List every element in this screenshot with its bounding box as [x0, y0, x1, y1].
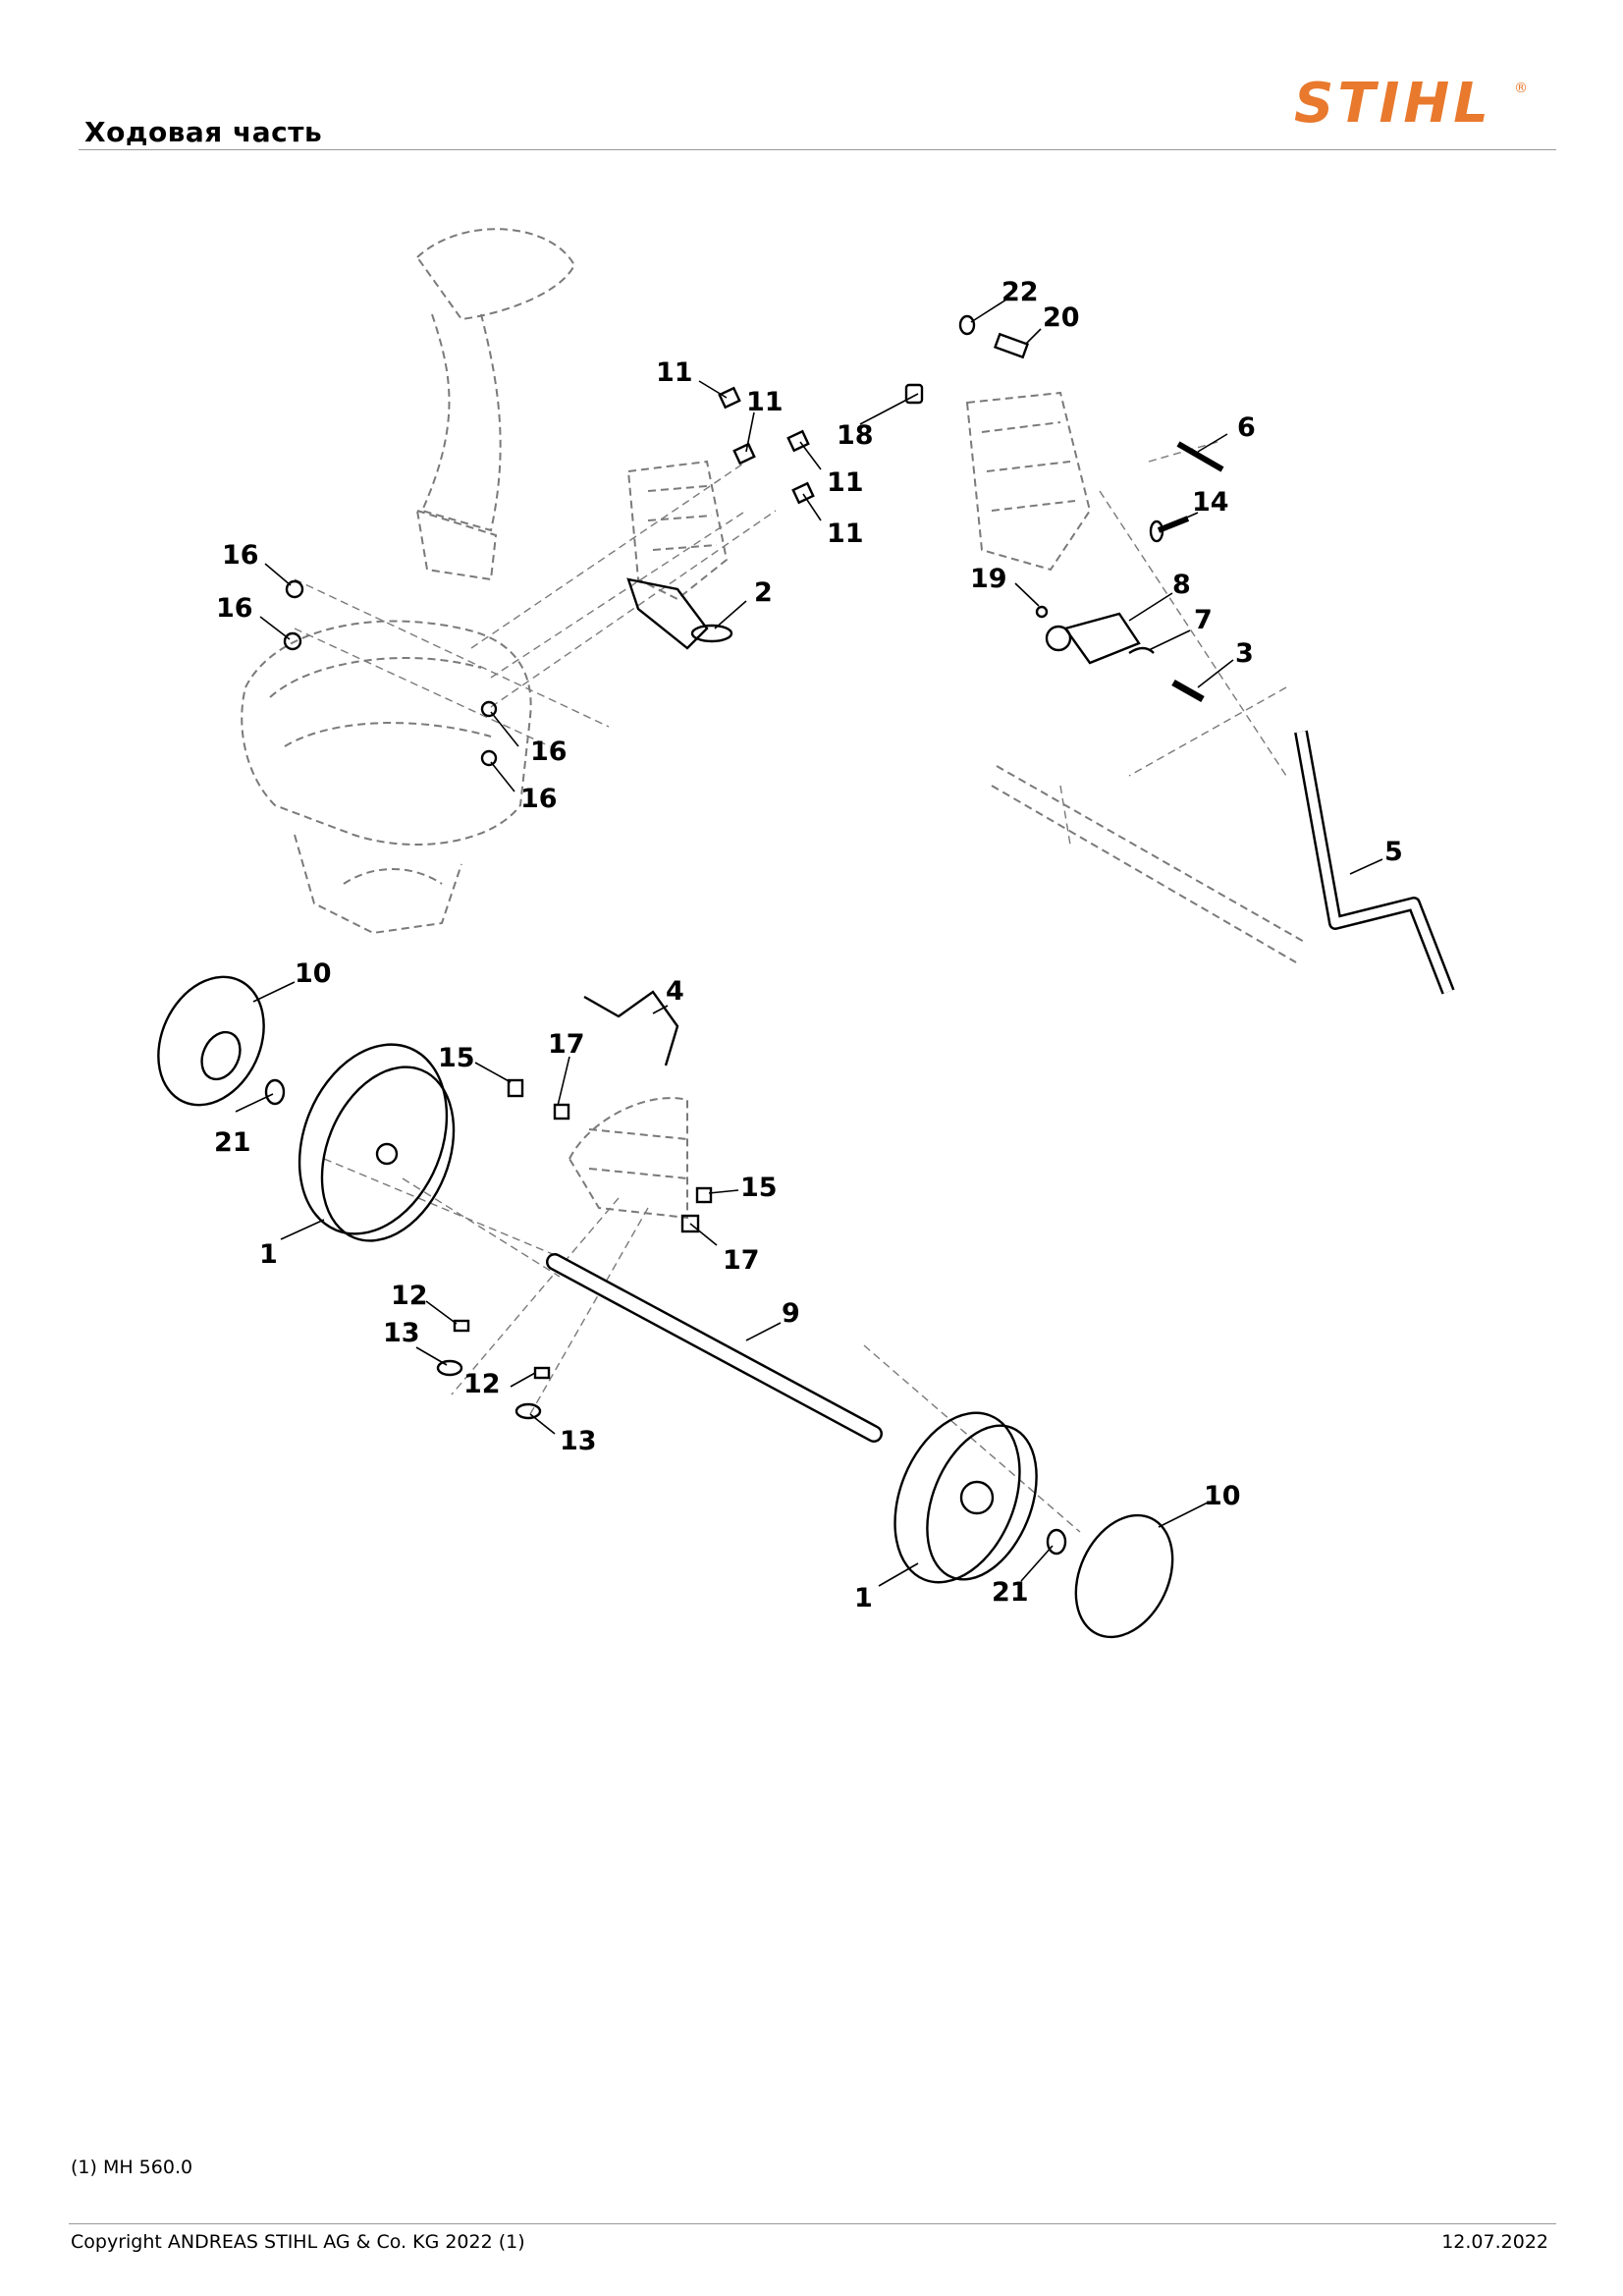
- callout-11: 11: [827, 519, 864, 549]
- callout-9: 9: [782, 1298, 800, 1329]
- stihl-logo: STIHL ®: [1294, 72, 1528, 136]
- callout-19: 19: [970, 564, 1007, 594]
- callout-16: 16: [216, 593, 253, 624]
- callout-1: 1: [259, 1239, 278, 1270]
- callout-7: 7: [1194, 605, 1213, 635]
- svg-text:STIHL: STIHL: [1294, 72, 1492, 136]
- callout-16: 16: [222, 540, 259, 571]
- callout-numbers: 22 20 11 11 11 11 18 6 14 16 16 16 16 2 …: [214, 277, 1403, 1613]
- callout-5: 5: [1384, 837, 1403, 867]
- callout-18: 18: [837, 420, 874, 451]
- callout-13: 13: [560, 1426, 597, 1456]
- callout-16: 16: [530, 737, 568, 767]
- callout-10: 10: [295, 958, 332, 989]
- callout-12: 12: [391, 1281, 428, 1311]
- model-note: (1) MH 560.0: [71, 2157, 193, 2178]
- callout-16: 16: [520, 784, 558, 814]
- callout-11: 11: [746, 387, 784, 417]
- leader-lines: [235, 299, 1383, 1587]
- footer-divider: [69, 2223, 1556, 2224]
- callout-15: 15: [740, 1173, 778, 1203]
- callout-2: 2: [754, 577, 773, 608]
- parts-solid: [157, 314, 1455, 1639]
- callout-17: 17: [723, 1245, 760, 1276]
- callout-8: 8: [1172, 570, 1191, 600]
- callout-13: 13: [383, 1318, 420, 1348]
- callout-20: 20: [1043, 302, 1080, 333]
- callout-21: 21: [214, 1127, 251, 1158]
- page-title: Ходовая часть: [84, 116, 323, 148]
- date-text: 12.07.2022: [1441, 2231, 1548, 2253]
- engine-housing-ghost: [241, 228, 1307, 1533]
- callout-3: 3: [1235, 638, 1254, 669]
- callout-6: 6: [1237, 412, 1256, 443]
- copyright-text: Copyright ANDREAS STIHL AG & Co. KG 2022…: [71, 2231, 525, 2253]
- header-divider: [79, 149, 1556, 150]
- callout-14: 14: [1192, 487, 1229, 518]
- callout-11: 11: [656, 357, 693, 388]
- callout-1: 1: [854, 1583, 873, 1613]
- callout-4: 4: [666, 976, 684, 1007]
- callout-17: 17: [548, 1029, 585, 1060]
- callout-15: 15: [438, 1043, 475, 1073]
- callout-21: 21: [992, 1577, 1029, 1608]
- svg-text:®: ®: [1514, 81, 1528, 96]
- callout-11: 11: [827, 467, 864, 498]
- callout-12: 12: [463, 1369, 501, 1399]
- callout-10: 10: [1204, 1481, 1241, 1511]
- callout-22: 22: [1001, 277, 1039, 307]
